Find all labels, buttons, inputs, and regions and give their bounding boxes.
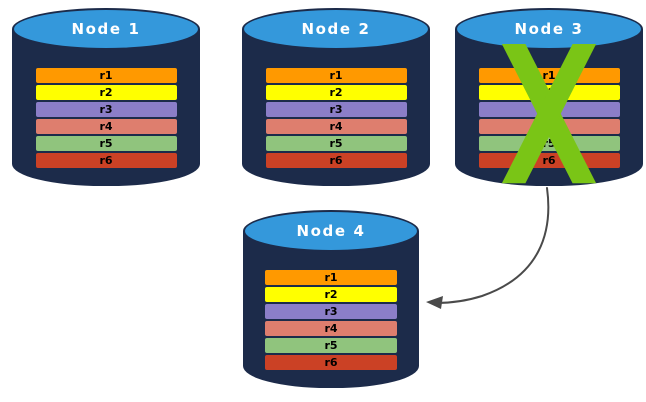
data-row-r3: r3 [265,102,407,117]
data-row-r1: r1 [35,68,177,83]
row-stack: r1 r2 r3 r4 r5 r6 [242,68,430,168]
data-row-r4: r4 [265,321,397,336]
connector-node3-to-node4 [426,187,550,309]
cylinder-top-disc [455,8,643,50]
data-row-r6: r6 [265,153,407,168]
data-row-r6: r6 [478,153,620,168]
data-row-r6: r6 [35,153,177,168]
data-row-r3: r3 [265,304,397,319]
data-row-r2: r2 [265,287,397,302]
data-row-r5: r5 [265,338,397,353]
data-row-r3: r3 [478,102,620,117]
data-row-r5: r5 [35,136,177,151]
data-row-r1: r1 [265,270,397,285]
data-row-r1: r1 [265,68,407,83]
row-stack: r1 r2 r3 r4 r5 r6 [243,270,419,370]
data-row-r5: r5 [478,136,620,151]
cylinder-top-disc [242,8,430,50]
row-stack: r1 r2 r3 r4 r5 r6 [12,68,200,168]
data-row-r4: r4 [478,119,620,134]
data-row-r4: r4 [265,119,407,134]
cylinder-top-disc [243,210,419,252]
data-row-r2: r2 [265,85,407,100]
cylinder-top-disc [12,8,200,50]
data-row-r3: r3 [35,102,177,117]
data-row-r2: r2 [35,85,177,100]
data-row-r1: r1 [478,68,620,83]
data-row-r6: r6 [265,355,397,370]
data-row-r4: r4 [35,119,177,134]
data-row-r2: r2 [478,85,620,100]
data-row-r5: r5 [265,136,407,151]
row-stack: r1 r2 r3 r4 r5 r6 [455,68,643,168]
